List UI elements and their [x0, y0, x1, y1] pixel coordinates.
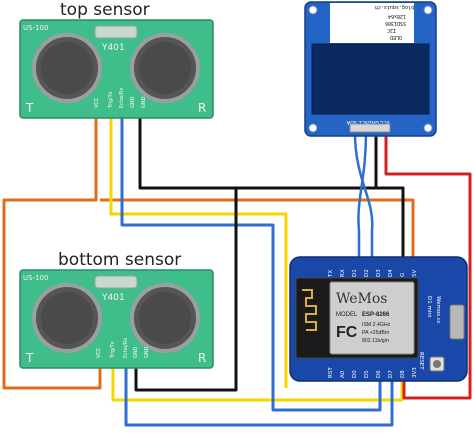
- wire-blue-scl: [357, 132, 368, 258]
- wire-blue-sda: [353, 132, 374, 258]
- pin-d7: D7: [388, 370, 394, 378]
- oled-screen: [311, 43, 430, 115]
- chip-line-3: SSD1306: [385, 20, 406, 26]
- mount-hole: [423, 5, 433, 15]
- pin-d0: D0: [352, 370, 358, 378]
- pin-sda: SDA: [346, 119, 357, 125]
- sensor-pin-labels: VCC Trig/Tx Echo/Rx GND GND: [94, 88, 147, 109]
- pin-a0: A0: [340, 370, 346, 378]
- oled-header-pins: [349, 123, 391, 133]
- sensor-t-label: T: [25, 351, 34, 365]
- sensor-model-label: US-100: [23, 274, 48, 282]
- wire-orange-bus: [100, 198, 415, 258]
- board-sub: Wemos.cc: [435, 296, 441, 324]
- pin-echo: Echo/Rx: [123, 338, 129, 358]
- bottom-sensor: US-100 Y401 T R VCC Trig/Tx Echo/Rx GND …: [19, 269, 214, 369]
- pin-gnd2: GND: [141, 96, 147, 108]
- mount-hole: [308, 5, 318, 15]
- mount-hole: [423, 123, 433, 133]
- antenna-trace: [302, 289, 317, 331]
- bottom-sensor-title: bottom sensor: [58, 250, 181, 270]
- pin-vcc: VCC: [379, 119, 390, 125]
- sensor-crystal: [94, 25, 138, 39]
- wire-red-oled-vcc: [384, 133, 472, 400]
- chip-line-2: 128x64: [388, 13, 406, 19]
- pin-rst: RST: [328, 367, 334, 378]
- spec-wifi: 802.11b/g/n: [362, 338, 389, 344]
- board-bottom-pins: RST A0 D0 D5 D6 D7 D8 3V3: [328, 367, 418, 378]
- oled-chip-text: blog.squix.ch 128x64 SSD1306 I2C OLED: [375, 4, 414, 40]
- pin-trig: Trig/Tx: [108, 91, 114, 109]
- chip-line-4: I2C: [387, 27, 396, 33]
- oled-pin-labels: SDA SCL GND VCC: [346, 119, 390, 125]
- wire-blue-bottom-echo: [124, 348, 394, 427]
- sensor-code-label: Y401: [101, 43, 125, 53]
- wire-yellow-bottom-trig: [111, 348, 404, 402]
- pin-d3: D3: [376, 269, 382, 277]
- pin-d6: D6: [376, 370, 382, 378]
- board-top-pins: TX RX D1 D2 D3 D4 G 5V: [328, 269, 418, 278]
- wire-yellow-top-trig: [109, 108, 288, 388]
- receiver-right-inner: [139, 292, 191, 344]
- sensor-r-label: R: [198, 351, 206, 365]
- spec-pa: PA +25dBm: [362, 330, 389, 336]
- sensor-pin-labels: VCC Trig/Tx Echo/Rx GND GND: [96, 338, 150, 359]
- model-label: MODEL: [336, 312, 358, 318]
- mount-hole: [308, 123, 318, 133]
- pin-scl: SCL: [358, 119, 368, 125]
- fc-mark: FC: [336, 324, 358, 341]
- transmitter-left-inner: [41, 292, 93, 344]
- pin-tx: TX: [328, 270, 334, 278]
- pin-3v3: 3V3: [412, 367, 418, 378]
- pin-gnd: GND: [130, 96, 136, 108]
- sensor-code-label: Y401: [101, 293, 125, 303]
- top-sensor: US-100 Y401 T R VCC Trig/Tx Echo/Rx GND …: [19, 19, 214, 119]
- chip-line-5: OLED: [390, 34, 402, 40]
- pin-rx: RX: [340, 269, 346, 277]
- pin-header: [349, 123, 391, 133]
- transmitter-left-inner: [41, 42, 93, 94]
- pin-gnd: GND: [367, 119, 379, 125]
- oled-display: blog.squix.ch 128x64 SSD1306 I2C OLED SD…: [304, 1, 437, 137]
- board-name: D1 mini: [426, 296, 432, 318]
- sensor-t-label: T: [25, 101, 34, 115]
- wire-orange-top-vcc: [2, 108, 102, 390]
- pin-echo: Echo/Rx: [119, 88, 125, 108]
- pin-d5: D5: [364, 370, 370, 378]
- sensor-r-label: R: [198, 101, 206, 115]
- pin-d8: D8: [400, 370, 406, 378]
- reset-label: RESET: [418, 352, 424, 370]
- reset-button-cap: [433, 360, 441, 368]
- spec-ism: ISM 2.4GHz: [362, 322, 391, 328]
- pin-gnd: GND: [133, 346, 139, 358]
- wemos-d1-mini: TX RX D1 D2 D3 D4 G 5V WeMos MODEL ESP-8…: [289, 256, 468, 382]
- esp-module-label: ESP-8266: [362, 312, 390, 318]
- pin-d1: D1: [352, 269, 358, 277]
- pin-5v: 5V: [412, 270, 418, 277]
- pin-d2: D2: [364, 269, 370, 277]
- usb-port: [449, 304, 465, 340]
- pin-g: G: [400, 273, 406, 277]
- pin-gnd2: GND: [144, 346, 150, 358]
- wire-black-bottom-gnd: [134, 188, 238, 392]
- receiver-right-inner: [139, 42, 191, 94]
- top-sensor-title: top sensor: [60, 0, 150, 20]
- oled-chip-label: [330, 3, 414, 43]
- wire-blue-top-echo: [120, 108, 382, 412]
- wemos-brand: WeMos: [336, 291, 387, 307]
- pin-trig: Trig/Tx: [110, 341, 116, 359]
- pin-d4: D4: [388, 269, 394, 277]
- pin-vcc: VCC: [94, 97, 100, 108]
- sensor-model-label: US-100: [23, 24, 48, 32]
- sensor-crystal: [94, 275, 138, 289]
- chip-line-1: blog.squix.ch: [375, 4, 414, 10]
- pin-vcc: VCC: [96, 347, 102, 358]
- esp-shield: [329, 281, 415, 355]
